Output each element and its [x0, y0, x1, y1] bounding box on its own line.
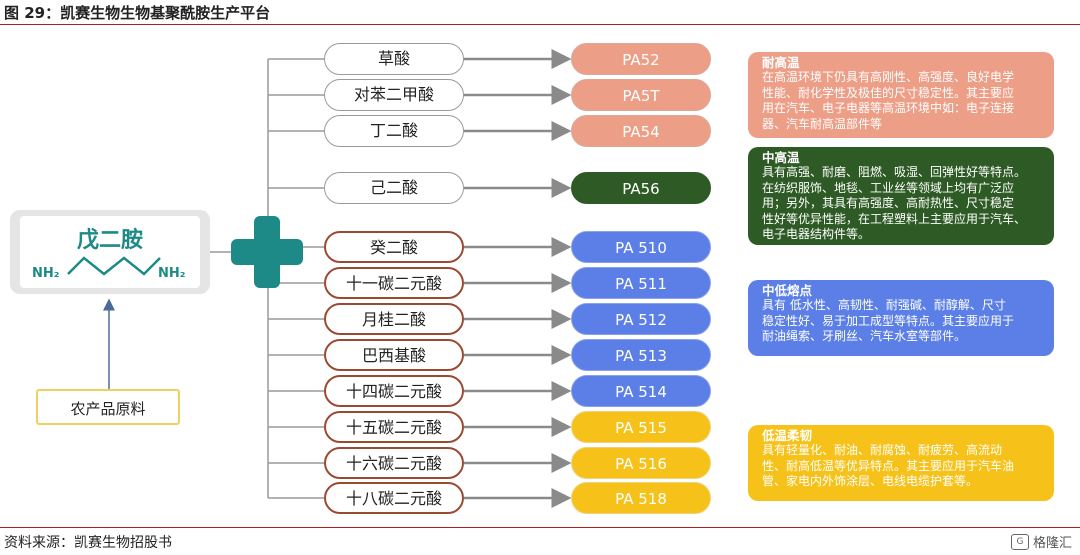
- g-logo-icon: G: [1010, 533, 1029, 550]
- desc-heading: 中高温: [762, 150, 800, 165]
- desc-line: 在纺织服饰、地毯、工业丝等领域上均有广泛应: [762, 180, 1015, 195]
- acid-node: 癸二酸: [324, 231, 464, 263]
- polyamide-node: PA 510: [571, 231, 711, 263]
- acid-node: 十一碳二元酸: [324, 267, 464, 299]
- plus-icon: [231, 216, 303, 288]
- amine-right: NH₂: [158, 266, 186, 281]
- polyamide-node: PA56: [571, 172, 711, 204]
- top-rule: [0, 24, 1080, 25]
- molecule-structure: [67, 256, 161, 276]
- watermark-text: 格隆汇: [1032, 536, 1072, 551]
- watermark: G 格隆汇: [1010, 532, 1072, 551]
- polyamide-node: PA 515: [571, 411, 711, 443]
- desc-line: 器、汽车耐高温部件等: [762, 116, 883, 131]
- polyamide-node: PA52: [571, 43, 711, 75]
- desc-heading: 中低熔点: [762, 283, 813, 298]
- polyamide-node: PA 518: [571, 482, 711, 514]
- polyamide-node: PA5T: [571, 79, 711, 111]
- acid-node: 十五碳二元酸: [324, 411, 464, 443]
- desc-high-temp: 耐高温 在高温环境下仍具有高刚性、高强度、良好电学 性能、耐化学性及极佳的尺寸稳…: [748, 52, 1054, 138]
- acid-node: 十八碳二元酸: [324, 482, 464, 514]
- desc-line: 稳定性好、易于加工成型等特点。其主要应用于: [762, 313, 1015, 328]
- desc-line: 性好等优异性能，在工程塑料上主要应用于汽车、: [762, 211, 1027, 226]
- desc-line: 电子电器结构件等。: [762, 227, 871, 242]
- polyamide-node: PA 511: [571, 267, 711, 299]
- desc-line: 具有高强、耐磨、阻燃、吸湿、回弹性好等特点。: [762, 165, 1027, 180]
- polyamide-node: PA 516: [571, 447, 711, 479]
- desc-line: 具有 低水性、高韧性、耐强碱、耐醇解、尺寸: [762, 298, 1006, 313]
- source-note: 资料来源：凯赛生物招股书: [4, 535, 172, 551]
- desc-line: 性、耐高低温等优异特点。其主要应用于汽车油: [762, 458, 1015, 473]
- bottom-rule: [0, 527, 1080, 528]
- desc-mid-high-temp: 中高温 具有高强、耐磨、阻燃、吸湿、回弹性好等特点。 在纺织服饰、地毯、工业丝等…: [748, 147, 1054, 245]
- acid-node: 草酸: [324, 43, 464, 75]
- acid-node: 十六碳二元酸: [324, 447, 464, 479]
- desc-low-temp-flexible: 低温柔韧 具有轻量化、耐油、耐腐蚀、耐疲劳、高流动 性、耐高低温等优异特点。其主…: [748, 425, 1054, 501]
- molecule-card-inner: [20, 216, 200, 288]
- acid-node: 巴西基酸: [324, 339, 464, 371]
- acid-node: 丁二酸: [324, 115, 464, 147]
- acid-node: 十四碳二元酸: [324, 375, 464, 407]
- desc-heading: 低温柔韧: [762, 428, 813, 443]
- raw-material-box: 农产品原料: [36, 389, 180, 425]
- molecule-name: 戊二胺: [76, 228, 143, 253]
- acid-node: 己二酸: [324, 172, 464, 204]
- desc-line: 管、家电内外饰涂层、电线电缆护套等。: [762, 474, 979, 489]
- desc-line: 在高温环境下仍具有高刚性、高强度、良好电学: [762, 70, 1015, 85]
- acid-node: 对苯二甲酸: [324, 79, 464, 111]
- polyamide-node: PA 514: [571, 375, 711, 407]
- desc-line: 具有轻量化、耐油、耐腐蚀、耐疲劳、高流动: [762, 443, 1003, 458]
- acid-node: 月桂二酸: [324, 303, 464, 335]
- desc-heading: 耐高温: [762, 55, 800, 70]
- desc-mid-low-melting: 中低熔点 具有 低水性、高韧性、耐强碱、耐醇解、尺寸 稳定性好、易于加工成型等特…: [748, 280, 1054, 356]
- figure-title: 图 29：凯赛生物生物基聚酰胺生产平台: [4, 4, 271, 22]
- desc-line: 用在汽车、电子电器等高温环境中如：电子连接: [762, 101, 1015, 116]
- desc-line: 性能、耐化学性及极佳的尺寸稳定性。其主要应: [762, 85, 1015, 100]
- desc-line: 用；另外，其具有高强度、高耐热性、尺寸稳定: [762, 196, 1015, 211]
- polyamide-node: PA 512: [571, 303, 711, 335]
- amine-left: NH₂: [32, 266, 60, 281]
- desc-line: 耐油绳索、牙刷丝、汽车水室等部件。: [762, 329, 967, 344]
- polyamide-node: PA 513: [571, 339, 711, 371]
- polyamide-node: PA54: [571, 115, 711, 147]
